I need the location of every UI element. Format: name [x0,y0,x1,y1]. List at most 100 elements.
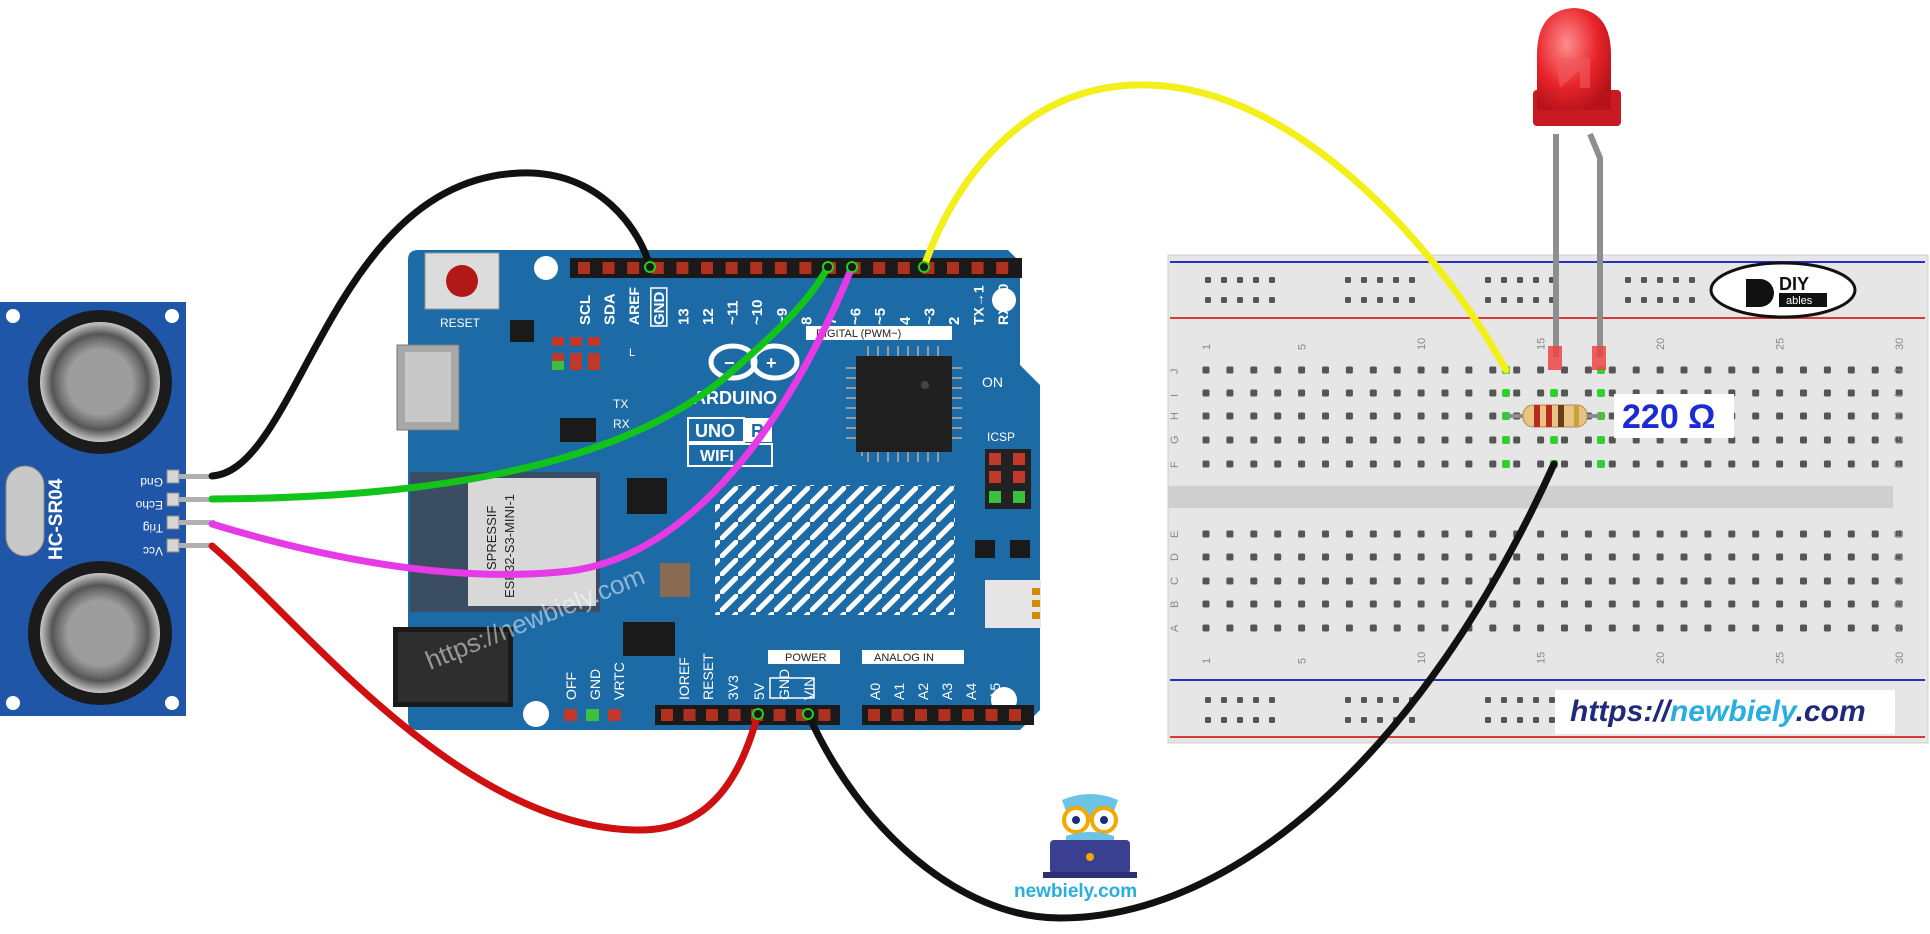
bb-hole [1393,389,1401,397]
bb-hole [1704,624,1712,632]
rail-hole [1237,277,1243,283]
top-pin-label-2: AREF [626,286,642,325]
bb-hole-active [1597,460,1605,468]
bb-hole [1704,436,1712,444]
newbiely-mascot: newbiely.com [1014,794,1137,902]
bb-hole [1369,553,1377,561]
bb-hole [1561,389,1568,397]
rail-hole [1533,697,1539,703]
bb-hole [1823,436,1831,444]
bb-hole [1345,412,1353,420]
bb-hole [1369,366,1377,374]
module-brand: SPRESSIF [484,506,499,570]
rail-hole [1409,297,1415,303]
led [1533,8,1621,370]
bb-hole [1680,553,1688,561]
bottom-pin-label-8: VIN [801,677,817,700]
board-leds [552,337,600,370]
bb-hole [1298,600,1306,608]
bottom-pin-label-7: GND [776,669,792,700]
analog-pin-0 [868,709,880,721]
rail-hole [1361,697,1367,703]
bb-hole [1752,530,1760,538]
bb-hole [1728,600,1736,608]
bb-hole [1465,366,1473,374]
bb-hole [1656,577,1664,585]
bb-hole [1322,577,1329,585]
bb-hole [1728,366,1736,374]
bb-hole [1776,436,1784,444]
rail-hole [1501,277,1507,283]
icsp-header [985,449,1031,509]
bb-hole [1489,412,1497,420]
bb-hole [1489,389,1497,397]
crystal [5,465,45,557]
bb-hole [1656,530,1664,538]
rail-hole [1517,697,1523,703]
bb-hole [1250,436,1258,444]
row-letter: I [1893,394,1905,397]
bb-hole [1489,624,1497,632]
bb-hole-active [1597,389,1605,397]
bb-hole [1322,436,1329,444]
bb-hole [1441,577,1449,585]
rail-hole [1205,697,1211,703]
rail-hole [1409,717,1415,723]
bb-hole [1322,530,1329,538]
bb-hole [1871,412,1879,420]
rail-hole [1641,277,1647,283]
rail-hole [1345,697,1351,703]
bb-hole [1680,577,1688,585]
rail-hole [1673,277,1679,283]
wire-echo-green [208,263,832,503]
rail-hole [1269,297,1275,303]
bottom-pin-label-11: A2 [915,683,931,700]
rail-hole [1409,277,1415,283]
bb-hole [1345,389,1353,397]
bb-hole [1250,366,1258,374]
bb-hole [1298,436,1306,444]
bottom-pin-label-9: A0 [867,683,883,700]
top-pin-label-7: ~10 [749,300,766,325]
bottom-pin-label-5: 3V3 [725,675,741,700]
bb-hole [1632,624,1640,632]
bb-hole [1728,577,1736,585]
power-pin-3 [728,709,741,721]
rail-hole [1517,717,1523,723]
bb-hole-active [1502,436,1510,444]
led-matrix [715,485,955,615]
bb-hole [1584,530,1592,538]
bb-hole [1202,624,1210,632]
bb-hole [1895,577,1903,585]
top-pin-label-0: SCL [577,295,594,325]
bb-hole [1226,389,1234,397]
bb-hole [1704,530,1712,538]
pin-gnd-label: Gnd [140,475,163,489]
bb-hole [1345,366,1353,374]
bb-hole [1202,600,1210,608]
bb-hole [1322,412,1329,420]
bb-hole [1537,460,1545,468]
bb-hole [1800,389,1807,397]
top-pin-0 [578,262,590,274]
bb-hole [1250,553,1258,561]
column-number: 30 [1894,338,1906,350]
bb-hole [1537,389,1545,397]
rail-hole [1533,297,1539,303]
bb-hole [1322,460,1329,468]
top-pin-15 [947,262,959,274]
rail-hole [1237,697,1243,703]
bb-hole [1871,624,1879,632]
tx-label: TX [613,397,628,411]
bb-hole [1895,389,1903,397]
bb-hole [1776,577,1784,585]
bb-hole [1680,624,1688,632]
rail-hole [1533,277,1539,283]
bb-hole [1369,624,1377,632]
analog-pin-2 [915,709,927,721]
bb-hole [1465,436,1473,444]
bb-hole [1728,436,1736,444]
bottom-pin-label-12: A3 [939,683,955,700]
power-pin-0 [661,709,673,721]
